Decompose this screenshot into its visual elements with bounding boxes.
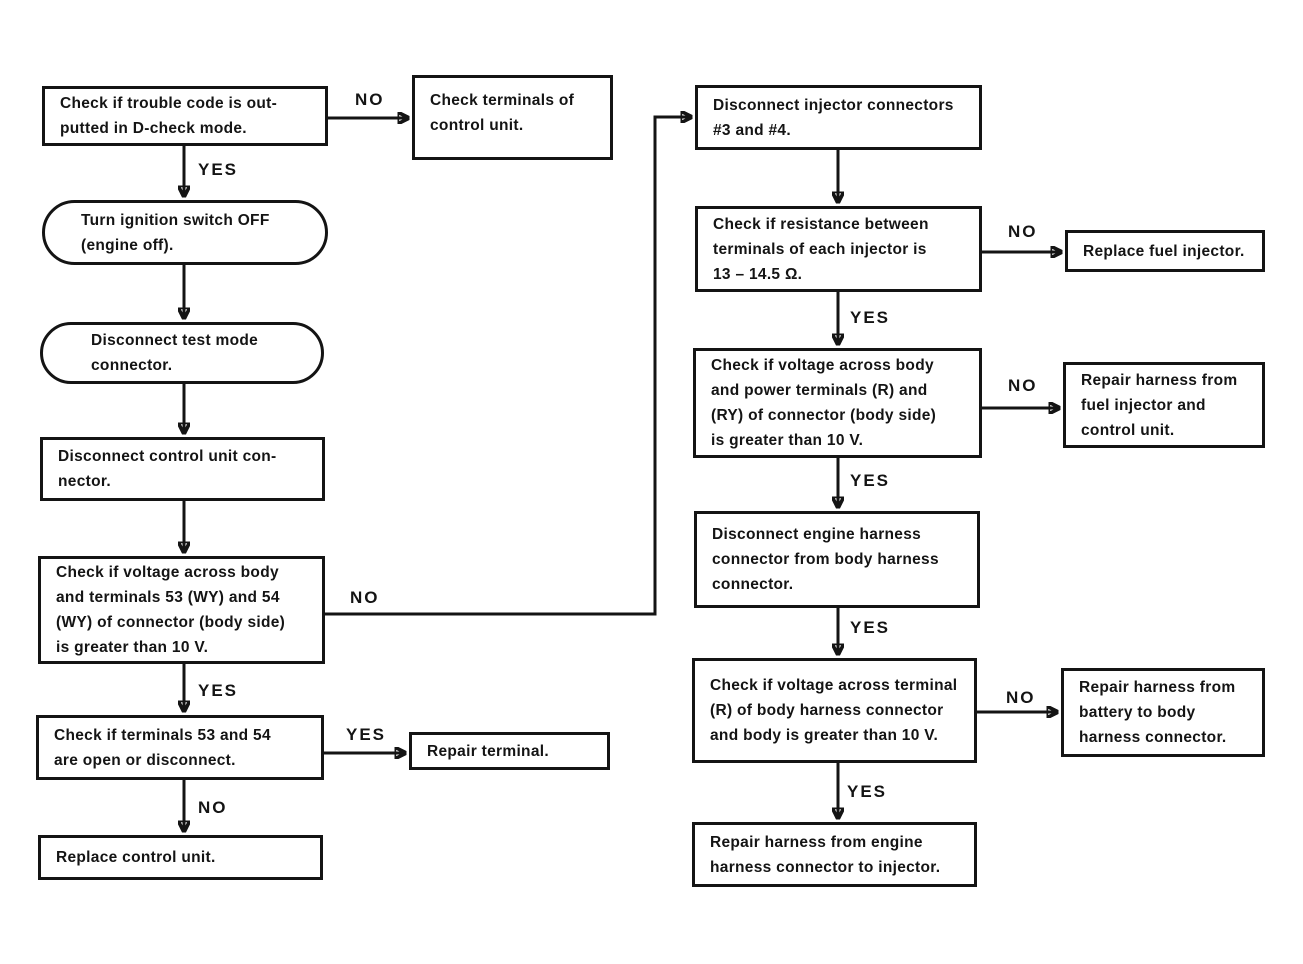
edge-label-yes-trouble: YES (198, 160, 239, 179)
node-check-voltage-53-54-text: Check if voltage across body and termina… (56, 564, 286, 656)
node-replace-fuel-injector: Replace fuel injector. (1065, 230, 1265, 272)
node-repair-harness-fuel-injector-text: Repair harness from fuel injector and co… (1081, 371, 1238, 439)
node-disconnect-control-unit-text: Disconnect control unit con- nector. (58, 448, 277, 490)
edge-label-no-voltage-r-ry: NO (1008, 376, 1038, 395)
node-check-resistance: Check if resistance between terminals of… (695, 206, 982, 292)
node-replace-control-unit-text: Replace control unit. (56, 849, 216, 866)
node-repair-harness-engine-injector-text: Repair harness from engine harness conne… (710, 833, 941, 876)
node-turn-ignition-off-text: Turn ignition switch OFF (engine off). (81, 211, 270, 254)
node-check-terminals-control-unit: Check terminals of control unit. (412, 75, 613, 160)
node-replace-control-unit: Replace control unit. (38, 835, 323, 880)
node-repair-harness-battery: Repair harness from battery to body harn… (1061, 668, 1265, 757)
node-check-trouble-code: Check if trouble code is out- putted in … (42, 86, 328, 146)
node-disconnect-test-mode: Disconnect test mode connector. (40, 322, 324, 384)
node-disconnect-injectors-text: Disconnect injector connectors #3 and #4… (713, 96, 954, 139)
node-check-resistance-text: Check if resistance between terminals of… (713, 215, 929, 283)
edge-label-no-trouble: NO (355, 90, 385, 109)
node-check-voltage-53-54: Check if voltage across body and termina… (38, 556, 325, 664)
node-disconnect-control-unit: Disconnect control unit con- nector. (40, 437, 325, 501)
node-check-voltage-r-body-text: Check if voltage across terminal (R) of … (710, 677, 958, 744)
edge-label-no-terminals-53-54: NO (198, 798, 228, 817)
node-repair-harness-engine-injector: Repair harness from engine harness conne… (692, 822, 977, 887)
arrow-voltage-no-trunk (325, 117, 690, 616)
edge-label-yes-voltage-r-body: YES (847, 782, 888, 801)
edge-label-yes-terminals-53-54: YES (346, 725, 387, 744)
node-check-voltage-r-ry: Check if voltage across body and power t… (693, 348, 982, 458)
edge-label-no-resistance: NO (1008, 222, 1038, 241)
node-replace-fuel-injector-text: Replace fuel injector. (1083, 242, 1245, 260)
node-disconnect-injectors: Disconnect injector connectors #3 and #4… (695, 85, 982, 150)
edge-label-no-voltage-r-body: NO (1006, 688, 1036, 707)
node-check-terminals-53-54-text: Check if terminals 53 and 54 are open or… (54, 726, 271, 769)
node-repair-harness-battery-text: Repair harness from battery to body harn… (1079, 679, 1236, 746)
node-repair-terminal-text: Repair terminal. (427, 742, 549, 760)
node-repair-terminal: Repair terminal. (409, 732, 610, 770)
node-disconnect-engine-harness-text: Disconnect engine harness connector from… (712, 526, 939, 593)
node-check-voltage-r-body: Check if voltage across terminal (R) of … (692, 658, 977, 763)
edge-label-yes-engine-harness: YES (850, 618, 891, 637)
node-check-trouble-code-text: Check if trouble code is out- putted in … (60, 95, 278, 137)
node-check-terminals-control-unit-text: Check terminals of control unit. (430, 92, 575, 134)
node-check-terminals-53-54: Check if terminals 53 and 54 are open or… (36, 715, 324, 780)
node-disconnect-test-mode-text: Disconnect test mode connector. (91, 332, 259, 374)
edge-label-yes-voltage-r-ry: YES (850, 471, 891, 490)
node-check-voltage-r-ry-text: Check if voltage across body and power t… (711, 357, 937, 449)
node-turn-ignition-off: Turn ignition switch OFF (engine off). (42, 200, 328, 265)
edge-label-no-voltage-53-54: NO (350, 588, 380, 607)
edge-label-yes-voltage-53-54: YES (198, 681, 239, 700)
node-repair-harness-fuel-injector: Repair harness from fuel injector and co… (1063, 362, 1265, 448)
node-disconnect-engine-harness: Disconnect engine harness connector from… (694, 511, 980, 608)
edge-label-yes-resistance: YES (850, 308, 891, 327)
